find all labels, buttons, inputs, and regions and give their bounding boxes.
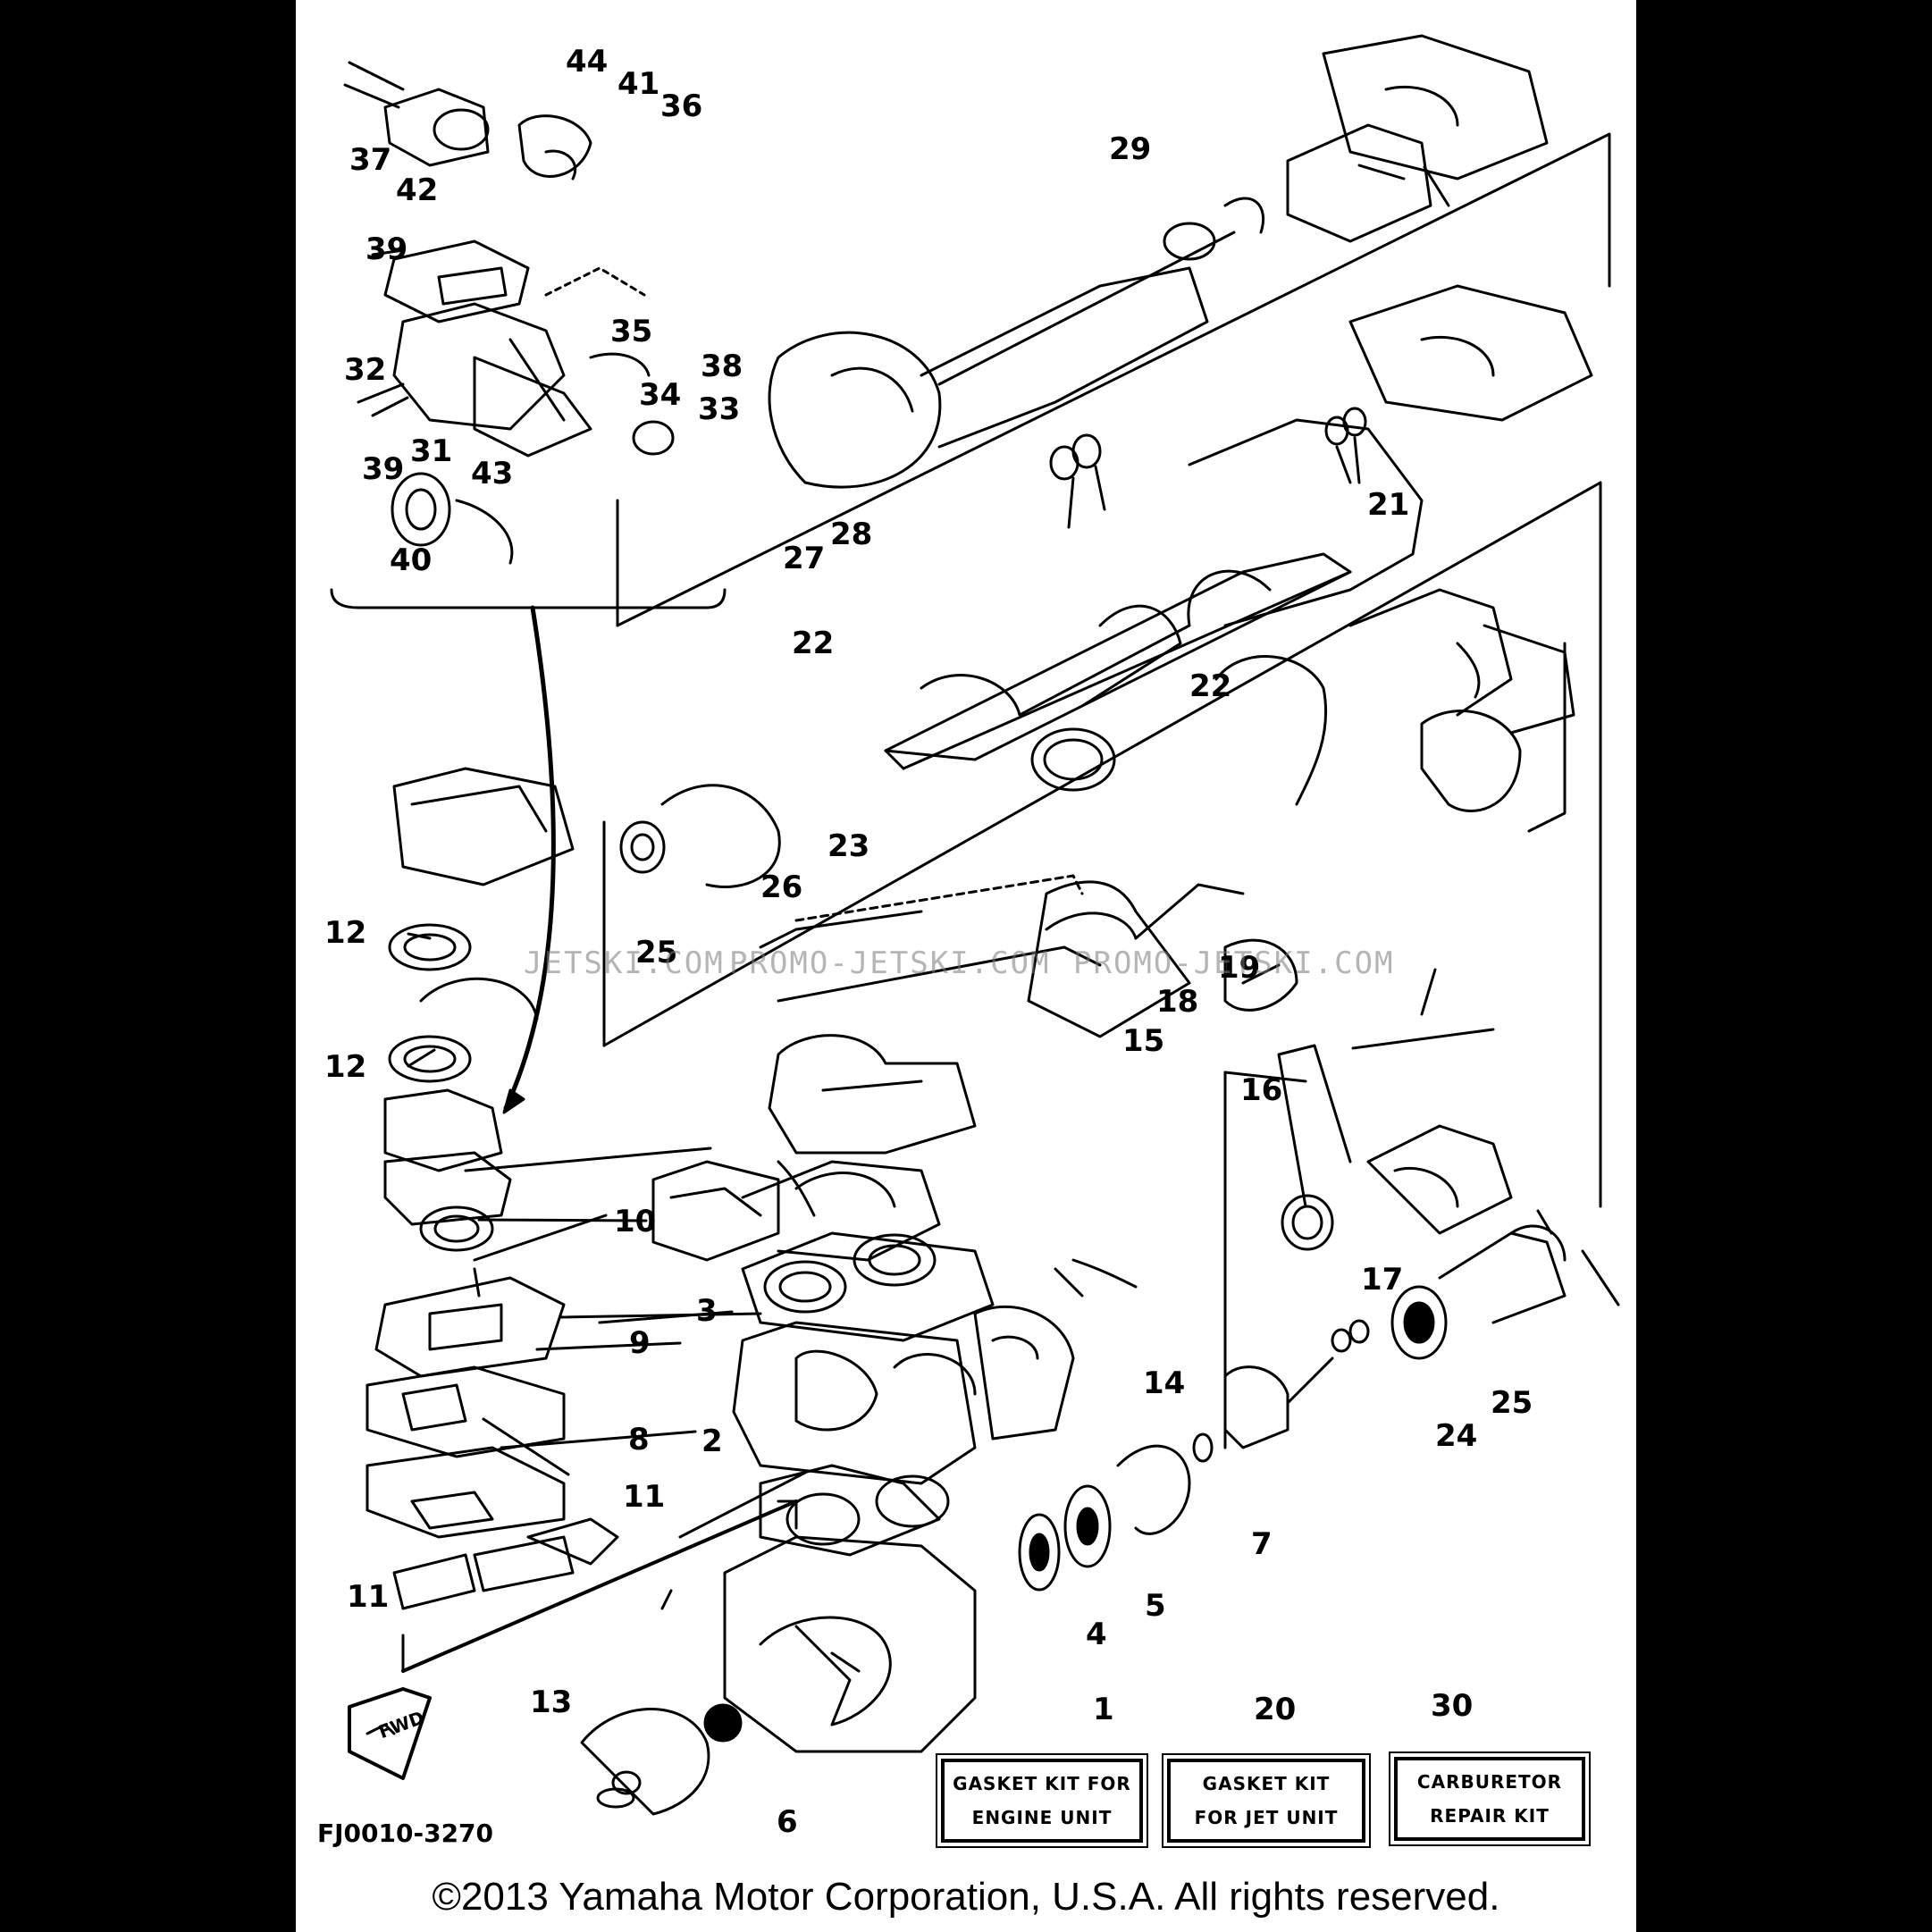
callout-28: 28 — [830, 517, 873, 552]
callout-5: 5 — [1145, 1588, 1166, 1624]
callout-34: 34 — [639, 377, 682, 413]
group-leader-line — [503, 605, 556, 1111]
jet-unit-assembly — [616, 34, 1611, 627]
kit-jet-line1: GASKET KIT — [1202, 1773, 1331, 1794]
callout-6: 6 — [777, 1804, 798, 1840]
callout-30: 30 — [1431, 1688, 1474, 1724]
callout-27: 27 — [783, 541, 826, 576]
callout-39-lower: 39 — [362, 451, 405, 487]
callout-43: 43 — [471, 456, 514, 491]
callout-14: 14 — [1143, 1365, 1186, 1401]
callout-13: 13 — [530, 1684, 573, 1720]
kit-carb-line1: CARBURETOR — [1416, 1771, 1563, 1793]
callout-16: 16 — [1240, 1072, 1283, 1108]
watermark-3: PROMO-JETSKI.COM — [1073, 945, 1395, 981]
callout-4: 4 — [1086, 1617, 1107, 1652]
callout-40: 40 — [390, 542, 433, 578]
callout-23: 23 — [827, 828, 870, 864]
callout-42: 42 — [396, 172, 439, 208]
callout-22-right: 22 — [1189, 668, 1232, 704]
kit-jet-line2: FOR JET UNIT — [1194, 1807, 1339, 1828]
carburetor-assembly — [330, 61, 727, 609]
callout-18: 18 — [1156, 984, 1199, 1020]
callout-17: 17 — [1361, 1262, 1404, 1298]
callout-20: 20 — [1254, 1692, 1297, 1727]
callout-12-lower: 12 — [324, 1049, 367, 1085]
callout-25-lower: 25 — [1491, 1385, 1533, 1421]
pump-housing-assembly — [602, 418, 1602, 1208]
kit-engine-line2: ENGINE UNIT — [971, 1807, 1113, 1828]
exploded-view-drawing — [330, 34, 1620, 1816]
engine-assembly — [348, 767, 1567, 1816]
callout-11-left: 11 — [347, 1579, 390, 1615]
kit-box-jet-gasket: GASKET KIT FOR JET UNIT — [1162, 1753, 1371, 1848]
copyright-notice: ©2013 Yamaha Motor Corporation, U.S.A. A… — [432, 1875, 1500, 1919]
callout-1: 1 — [1093, 1692, 1114, 1727]
callout-19: 19 — [1218, 950, 1261, 986]
callout-21: 21 — [1367, 487, 1410, 523]
callout-41: 41 — [617, 66, 660, 102]
part-code: FJ0010-3270 — [317, 1819, 494, 1848]
watermark-2: PROMO-JETSKI.COM — [729, 945, 1051, 981]
callout-33: 33 — [698, 391, 741, 427]
kit-engine-line1: GASKET KIT FOR — [953, 1773, 1131, 1794]
callout-25-upper: 25 — [635, 935, 678, 970]
callout-32: 32 — [344, 352, 387, 388]
callout-26: 26 — [760, 869, 803, 905]
callout-35: 35 — [610, 314, 653, 349]
diagram-sheet: 44 41 36 37 42 39 35 38 32 34 33 39 31 4… — [296, 0, 1636, 1932]
watermark-1: JETSKI.COM — [524, 945, 725, 981]
callout-10: 10 — [614, 1204, 657, 1239]
kit-carb-line2: REPAIR KIT — [1430, 1805, 1550, 1827]
kit-box-carburetor-repair: CARBURETOR REPAIR KIT — [1389, 1751, 1591, 1846]
callout-9: 9 — [629, 1325, 651, 1361]
callout-3: 3 — [696, 1293, 718, 1329]
callout-15: 15 — [1122, 1023, 1165, 1059]
callout-31: 31 — [410, 433, 453, 469]
callout-29: 29 — [1109, 131, 1152, 167]
callout-22-left: 22 — [792, 626, 835, 661]
callout-12-upper: 12 — [324, 915, 367, 951]
callout-37: 37 — [349, 142, 392, 178]
callout-7: 7 — [1251, 1526, 1273, 1562]
callout-44: 44 — [566, 44, 609, 80]
kit-box-engine-gasket: GASKET KIT FOR ENGINE UNIT — [936, 1753, 1148, 1848]
callout-39-upper: 39 — [365, 231, 408, 267]
callout-24: 24 — [1435, 1418, 1478, 1454]
callout-8: 8 — [628, 1422, 650, 1457]
callout-leaders — [371, 164, 1620, 1610]
callout-38: 38 — [701, 349, 743, 384]
callout-11-right: 11 — [623, 1479, 666, 1515]
callout-36: 36 — [660, 88, 703, 124]
callout-2: 2 — [701, 1424, 723, 1459]
